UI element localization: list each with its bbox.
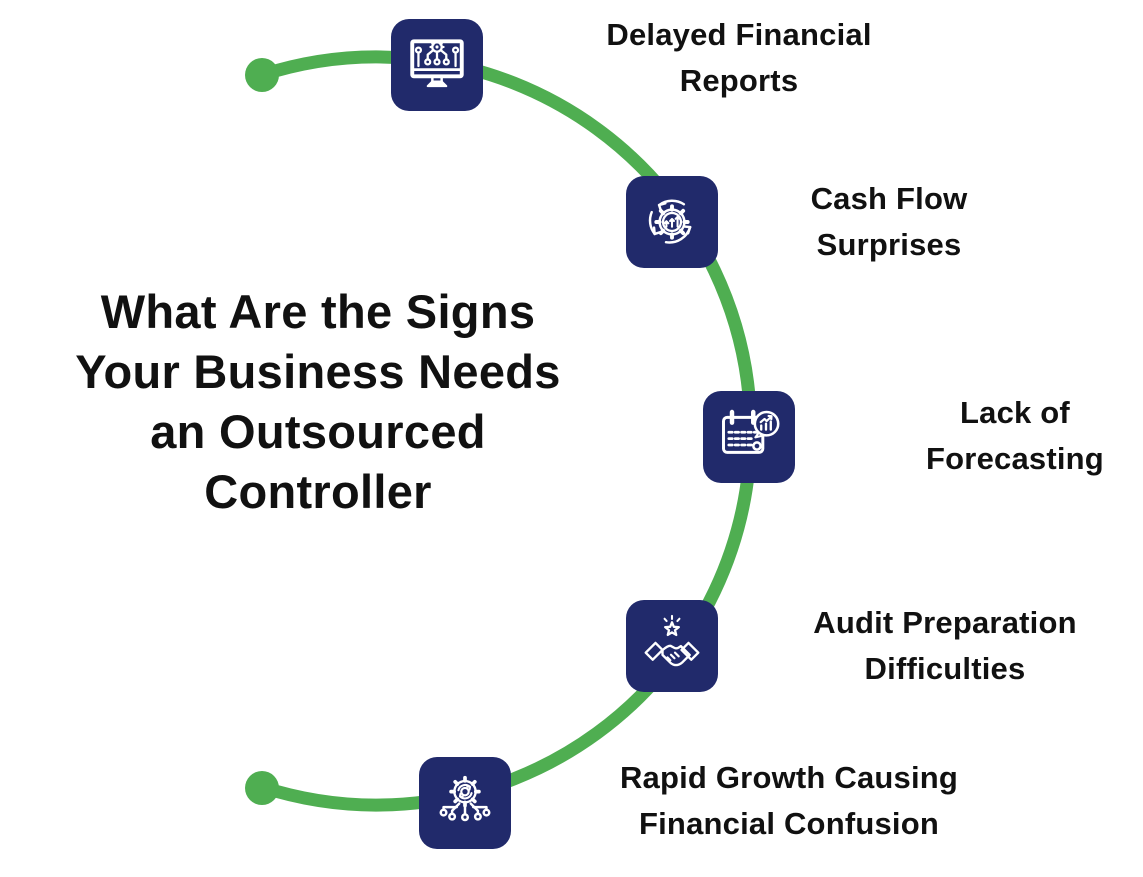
icon-tile-rapid-growth-financial-confusion [419, 757, 511, 849]
item-label-cash-flow-surprises: Cash Flow Surprises [811, 176, 968, 268]
arc-start-dot [245, 58, 279, 92]
gear-network-icon [439, 775, 491, 822]
title-line: Your Business Needs [75, 345, 561, 398]
label-line: Forecasting [926, 441, 1104, 476]
icon-tile-audit-preparation-difficulties [626, 600, 718, 692]
icon-tile-cash-flow-surprises [626, 176, 718, 268]
label-line: Audit Preparation [813, 605, 1077, 640]
label-line: Difficulties [864, 651, 1026, 686]
label-line: Cash Flow [810, 181, 968, 216]
item-label-rapid-growth-financial-confusion: Rapid Growth Causing Financial Confusion [620, 755, 958, 847]
calendar-forecast-icon [722, 409, 780, 454]
title-line: an Outsourced [150, 405, 486, 458]
arc-end-dot [245, 771, 279, 805]
monitor-workflow-icon [410, 39, 464, 88]
label-line: Delayed Financial [606, 17, 872, 52]
item-label-lack-of-forecasting: Lack of Forecasting [926, 390, 1104, 482]
label-line: Surprises [816, 227, 962, 262]
diagram-title: What Are the Signs Your Business Needs a… [0, 282, 638, 522]
item-label-audit-preparation-difficulties: Audit Preparation Difficulties [813, 600, 1076, 692]
title-line: Controller [204, 465, 432, 518]
handshake-star-icon [644, 614, 700, 667]
title-line: What Are the Signs [100, 285, 536, 338]
label-line: Reports [679, 63, 799, 98]
gear-cycle-arrows-icon [648, 199, 692, 244]
label-line: Financial Confusion [638, 806, 940, 841]
label-line: Lack of [960, 395, 1070, 430]
label-line: Rapid Growth Causing [619, 760, 959, 795]
icon-tile-lack-of-forecasting [703, 391, 795, 483]
icon-tile-delayed-financial-reports [391, 19, 483, 111]
item-label-delayed-financial-reports: Delayed Financial Reports [606, 12, 871, 104]
